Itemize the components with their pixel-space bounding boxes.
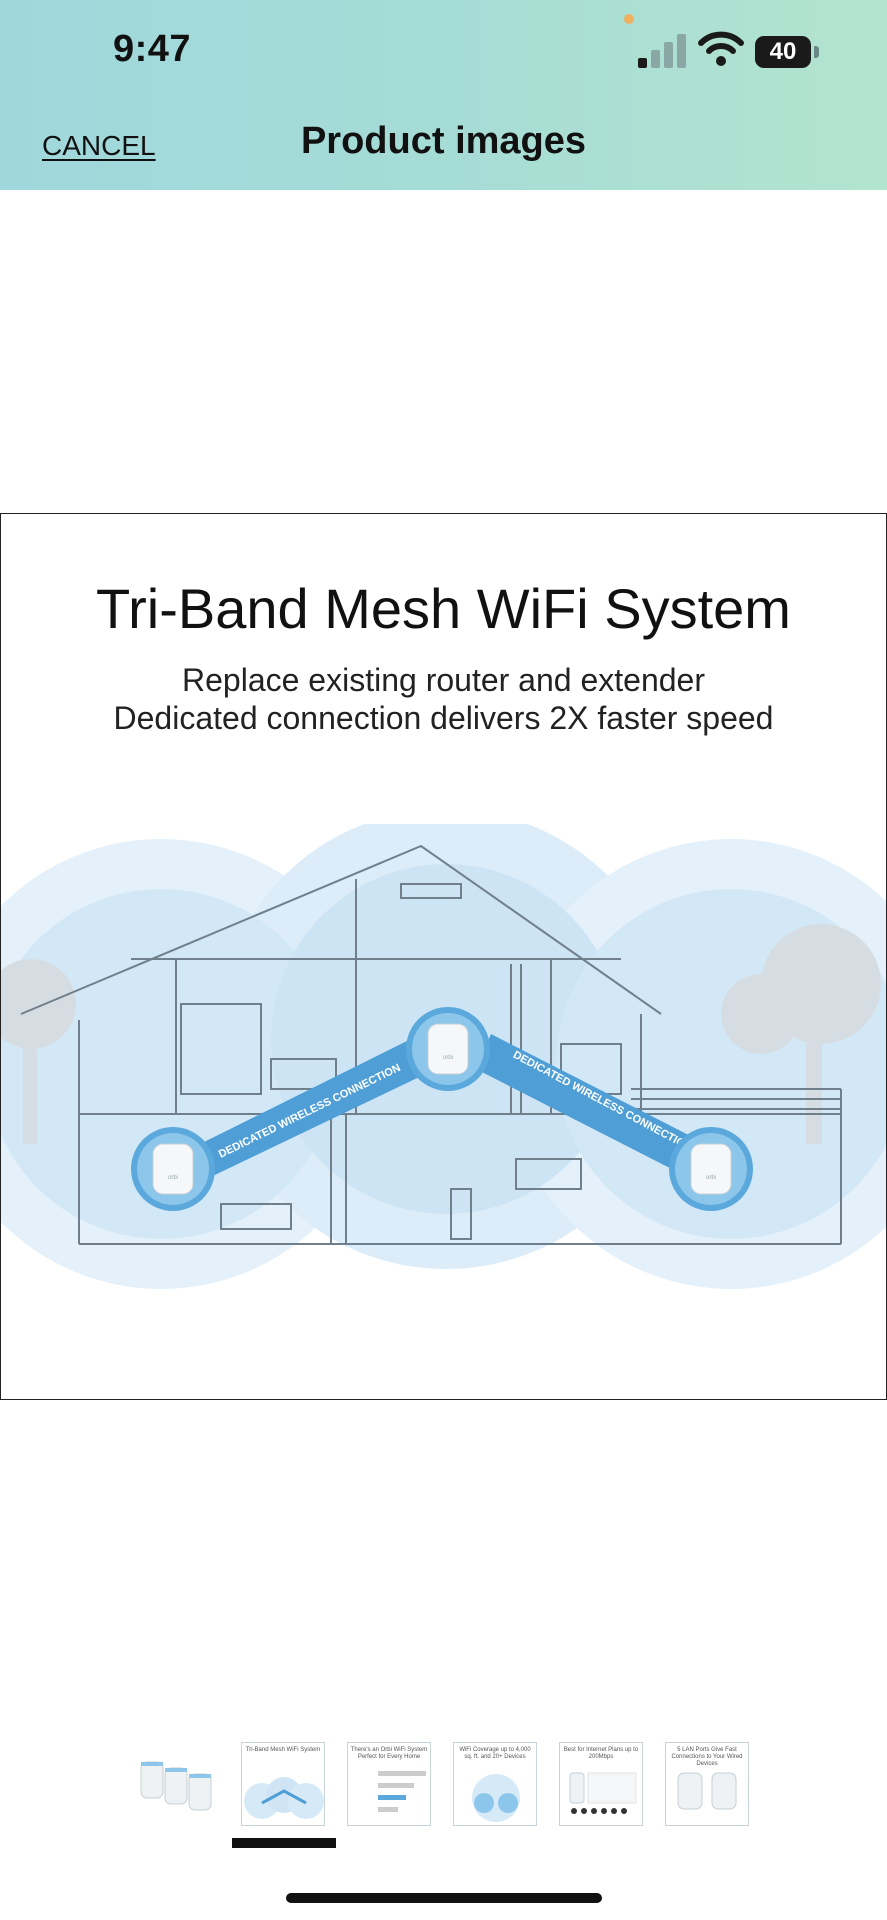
thumbnail-4[interactable]: Best for Internet Plans up to 200Mbps bbox=[559, 1742, 643, 1826]
thumbnail-1[interactable]: Tri-Band Mesh WiFi System bbox=[241, 1742, 325, 1826]
battery-tip bbox=[814, 46, 819, 58]
main-product-image[interactable]: Tri-Band Mesh WiFi System Replace existi… bbox=[0, 513, 887, 1400]
router-brand-left: orbi bbox=[168, 1175, 178, 1181]
header-bar: 9:47 40 CANCEL Product images bbox=[0, 0, 887, 190]
connection-band-right bbox=[476, 1034, 716, 1184]
router-center: orbi bbox=[406, 1007, 490, 1091]
wifi-icon bbox=[698, 31, 744, 66]
cancel-button[interactable]: CANCEL bbox=[42, 130, 156, 161]
page-title: Product images bbox=[300, 120, 587, 162]
status-time: 9:47 bbox=[113, 28, 192, 70]
image-subtitle-line-1: Replace existing router and extender bbox=[182, 662, 705, 698]
router-brand-center: orbi bbox=[443, 1055, 453, 1061]
selected-thumbnail-indicator bbox=[232, 1838, 336, 1848]
camera-indicator-dot bbox=[624, 14, 634, 24]
thumbnail-2[interactable]: There's an Orbi WiFi System Perfect for … bbox=[347, 1742, 431, 1826]
router-left: orbi bbox=[131, 1127, 215, 1211]
thumbnail-4-caption: Best for Internet Plans up to 200Mbps bbox=[563, 1747, 639, 1760]
thumbnail-5[interactable]: 5 LAN Ports Give Fast Connections to You… bbox=[665, 1742, 749, 1826]
thumbnail-1-caption: Tri-Band Mesh WiFi System bbox=[245, 1747, 321, 1753]
thumbnail-3-caption: WiFi Coverage up to 4,000 sq. ft. and 20… bbox=[459, 1747, 531, 1760]
thumbnail-5-caption: 5 LAN Ports Give Fast Connections to You… bbox=[671, 1747, 743, 1767]
router-trio-icon bbox=[140, 1761, 212, 1811]
image-headline: Tri-Band Mesh WiFi System bbox=[96, 577, 791, 640]
battery-level-text: 40 bbox=[769, 38, 797, 65]
connection-band-left bbox=[186, 1034, 436, 1184]
thumbnail-strip: Tri-Band Mesh WiFi System There's an Orb… bbox=[0, 1742, 887, 1826]
router-brand-right: orbi bbox=[706, 1175, 716, 1181]
home-indicator[interactable] bbox=[286, 1893, 602, 1903]
thumbnail-0[interactable] bbox=[135, 1742, 219, 1826]
house-outline bbox=[20, 844, 842, 1245]
tree-silhouettes bbox=[1, 924, 881, 1144]
battery-icon: 40 bbox=[755, 36, 811, 68]
thumbnail-2-caption: There's an Orbi WiFi System Perfect for … bbox=[350, 1747, 428, 1760]
house-coverage-illustration: DEDICATED WIRELESS CONNECTION DEDICATED … bbox=[1, 824, 886, 1289]
image-subtitle-line-2: Dedicated connection delivers 2X faster … bbox=[113, 700, 774, 736]
cellular-signal-icon bbox=[638, 32, 688, 68]
thumbnail-3[interactable]: WiFi Coverage up to 4,000 sq. ft. and 20… bbox=[453, 1742, 537, 1826]
router-right: orbi bbox=[669, 1127, 753, 1211]
